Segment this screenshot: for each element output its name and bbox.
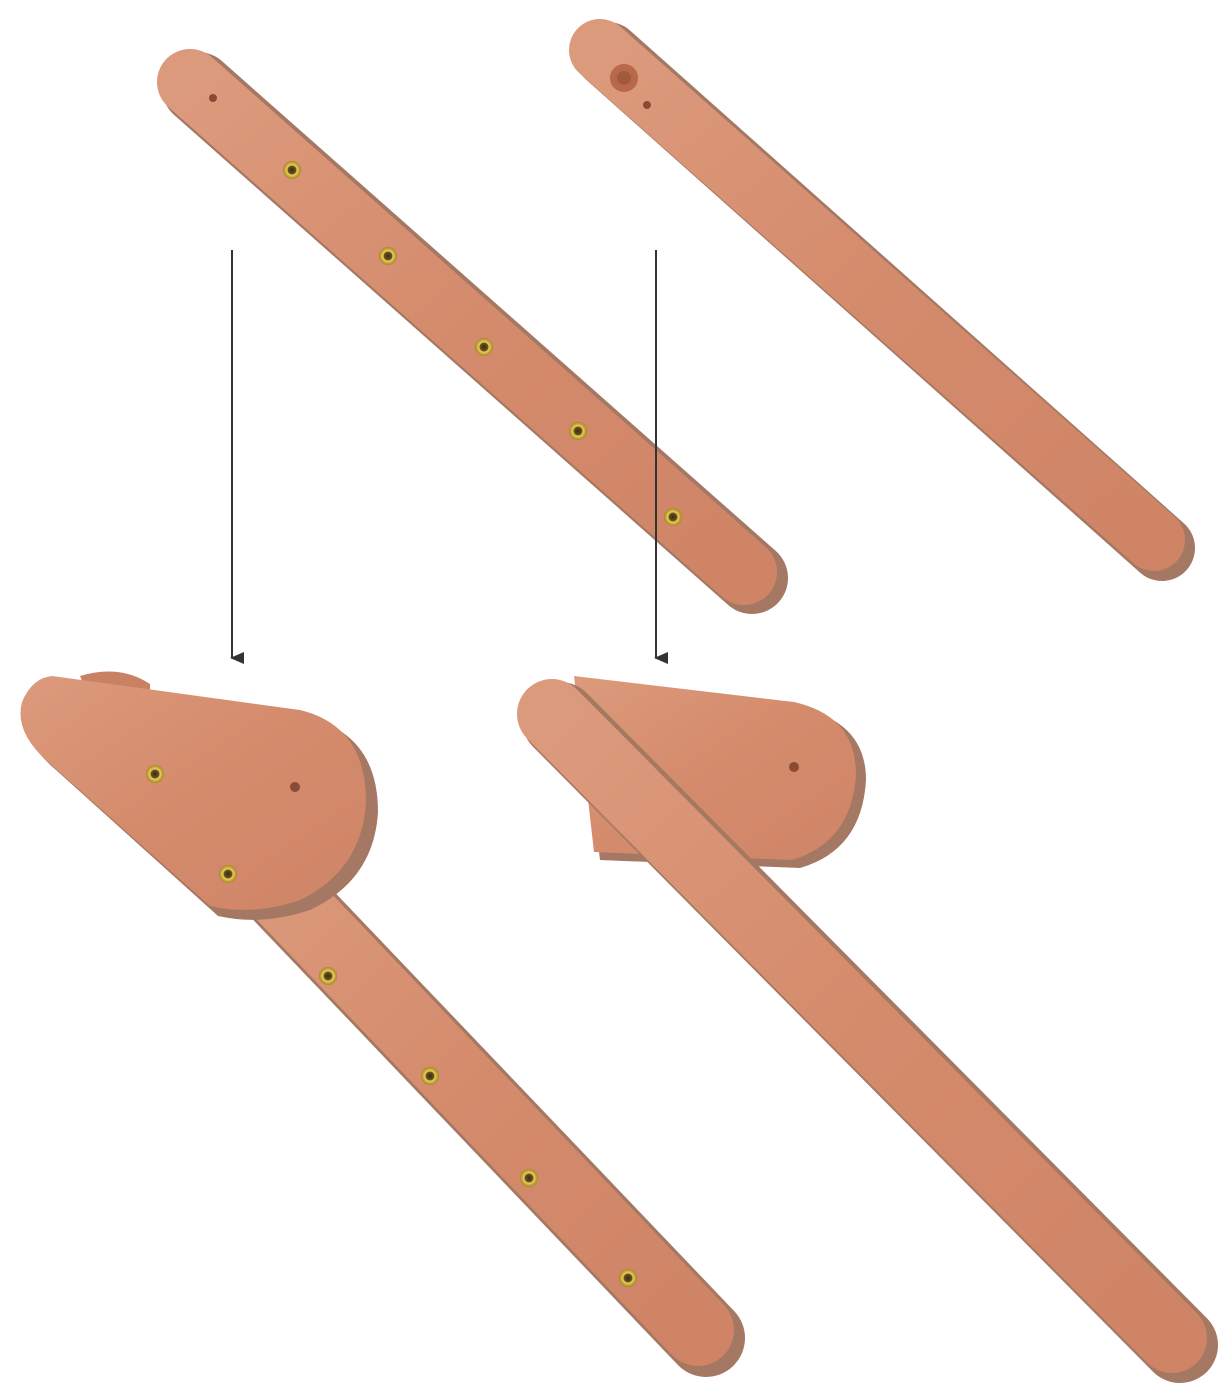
- hole-icon: [290, 782, 300, 792]
- screw-icon: [475, 338, 493, 356]
- screw-icon: [379, 247, 397, 265]
- screw-icon: [520, 1169, 538, 1187]
- screw-icon: [146, 765, 164, 783]
- hole-icon: [643, 101, 651, 109]
- hole-icon: [209, 94, 217, 102]
- ladder-before: [190, 50, 1162, 578]
- screw-icon: [283, 161, 301, 179]
- screw-icon: [421, 1067, 439, 1085]
- screw-icon: [569, 422, 587, 440]
- screw-icon: [619, 1269, 637, 1287]
- screw-icon: [664, 508, 682, 526]
- screw-icon: [219, 865, 237, 883]
- screw-icon: [319, 967, 337, 985]
- ladder-after: [20, 672, 1180, 1346]
- knot-icon: [617, 71, 631, 85]
- left-end-cap: [20, 672, 378, 920]
- rungs: [300, 166, 1102, 512]
- hole-icon: [789, 762, 799, 772]
